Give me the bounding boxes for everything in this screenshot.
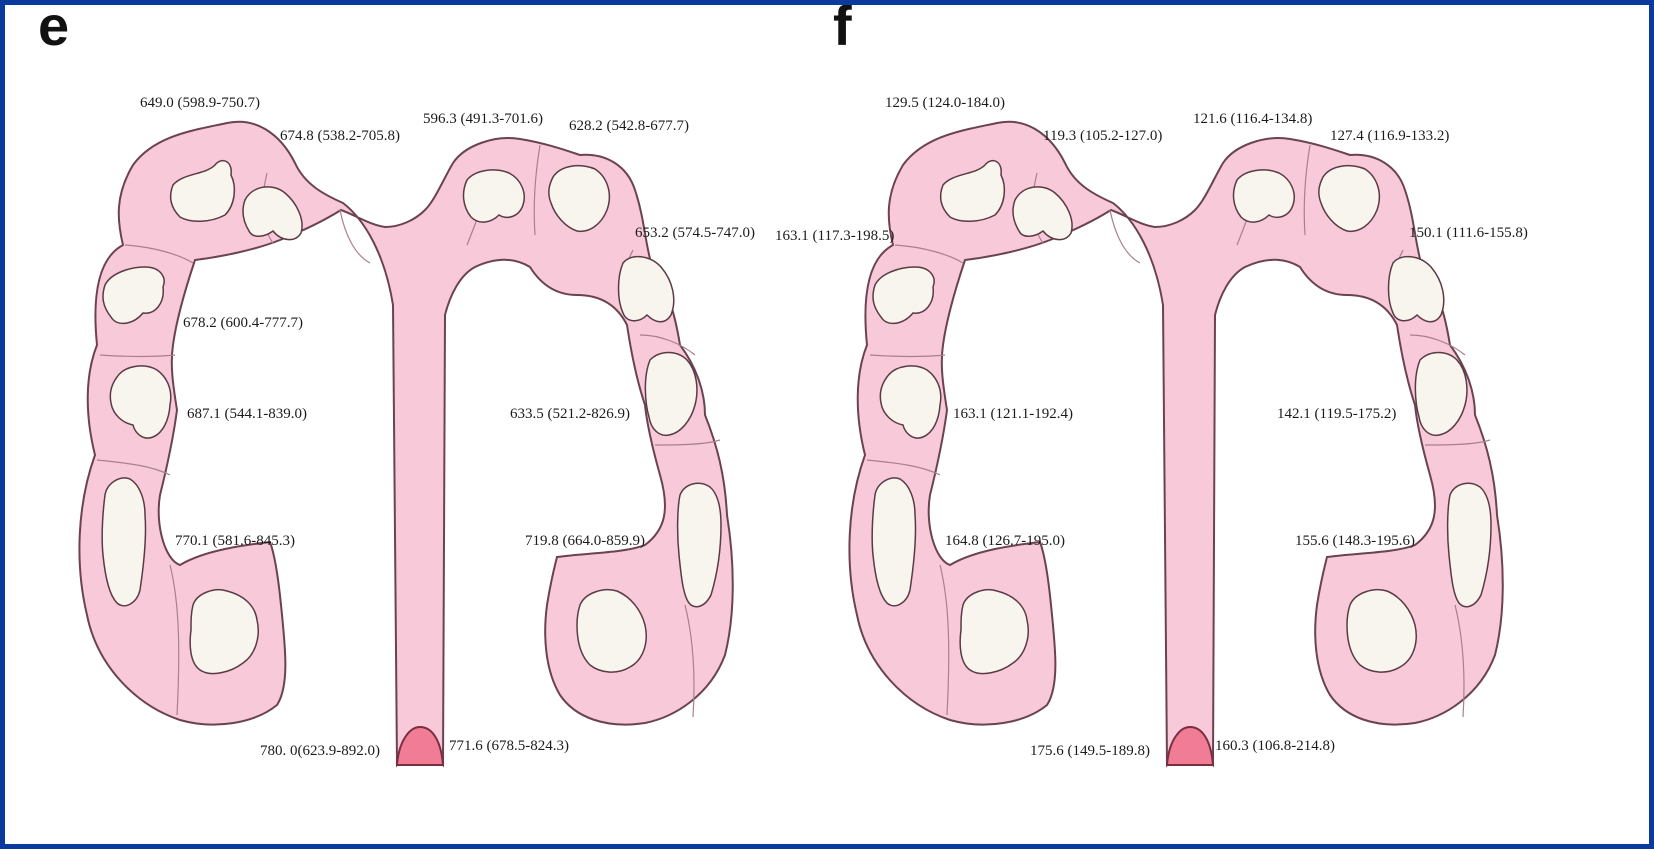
panel-f: f 129.5 (124.0-184.0) 119.3 (105.2-127.0…: [775, 5, 1528, 765]
label-e-9: 770.1 (581.6-845.3): [175, 533, 295, 549]
label-f-8: 142.1 (119.5-175.2): [1277, 406, 1396, 422]
uterus-illustration-e: [79, 122, 732, 765]
label-e-8: 633.5 (521.2-826.9): [510, 406, 630, 422]
uterus-illustration-f: [849, 122, 1502, 765]
label-f-12: 160.3 (106.8-214.8): [1215, 738, 1335, 754]
label-e-2: 674.8 (538.2-705.8): [280, 128, 400, 144]
panel-letter-f: f: [833, 5, 852, 57]
label-f-11: 175.6 (149.5-189.8): [1030, 743, 1150, 759]
label-f-5: 150.1 (111.6-155.8): [1409, 225, 1528, 241]
label-e-5: 653.2 (574.5-747.0): [635, 225, 755, 241]
label-f-7: 163.1 (121.1-192.4): [953, 406, 1073, 422]
label-f-3: 121.6 (116.4-134.8): [1193, 111, 1312, 127]
label-f-1: 129.5 (124.0-184.0): [885, 95, 1005, 111]
label-e-3: 596.3 (491.3-701.6): [423, 111, 543, 127]
panel-e: e 649.0 (598.9-750.7) 674.8 (538.2-705.8…: [38, 5, 755, 765]
label-e-11: 780. 0(623.9-892.0): [260, 743, 380, 759]
figure-frame: e 649.0 (598.9-750.7) 674.8 (538.2-705.8…: [5, 5, 1649, 844]
label-f-6: 163.1 (117.3-198.5): [775, 228, 894, 244]
label-f-2: 119.3 (105.2-127.0): [1043, 128, 1162, 144]
uterus-diagram: e 649.0 (598.9-750.7) 674.8 (538.2-705.8…: [5, 5, 1649, 844]
label-e-1: 649.0 (598.9-750.7): [140, 95, 260, 111]
label-f-10: 155.6 (148.3-195.6): [1295, 533, 1415, 549]
label-e-7: 687.1 (544.1-839.0): [187, 406, 307, 422]
panel-letter-e: e: [38, 5, 69, 57]
label-e-12: 771.6 (678.5-824.3): [449, 738, 569, 754]
label-e-4: 628.2 (542.8-677.7): [569, 118, 689, 134]
label-e-6: 678.2 (600.4-777.7): [183, 315, 303, 331]
label-e-10: 719.8 (664.0-859.9): [525, 533, 645, 549]
label-f-9: 164.8 (126.7-195.0): [945, 533, 1065, 549]
label-f-4: 127.4 (116.9-133.2): [1330, 128, 1449, 144]
